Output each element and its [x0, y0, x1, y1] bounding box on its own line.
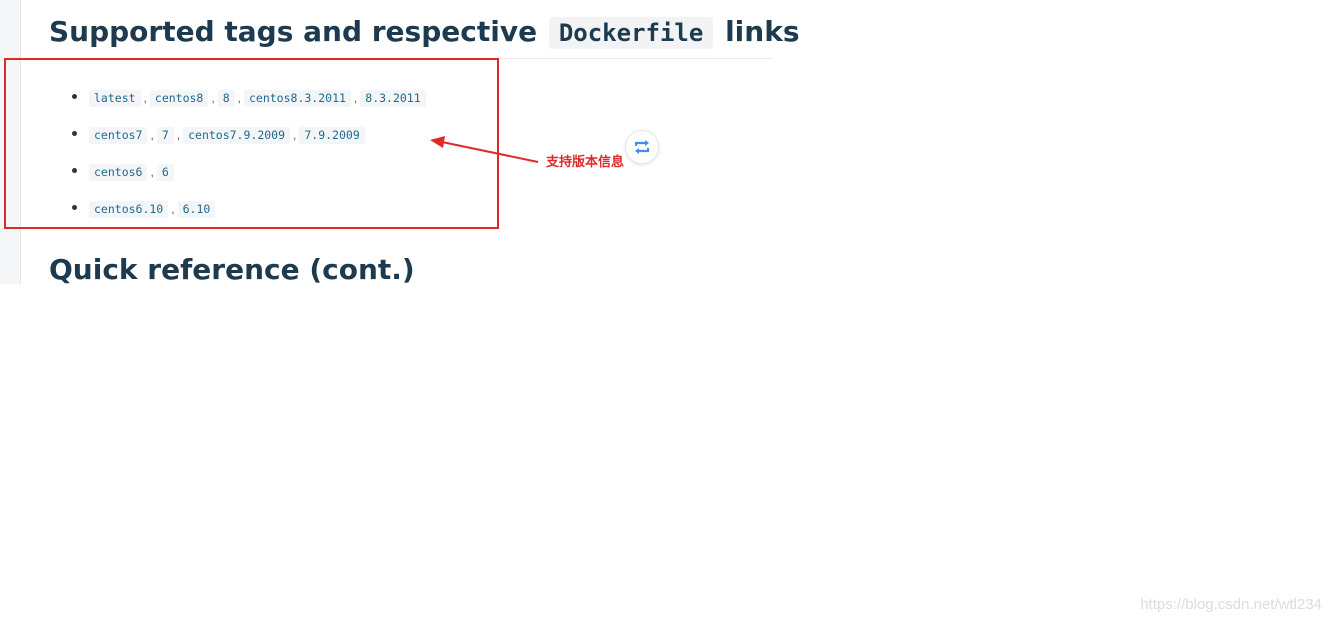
tag-group: centos7,7,centos7.9.2009,7.9.2009: [89, 123, 365, 147]
watermark: https://blog.csdn.net/wtl234: [1140, 596, 1322, 613]
tag-separator: ,: [293, 128, 297, 142]
heading-text-suffix: links: [725, 15, 800, 48]
tag-separator: ,: [143, 91, 147, 105]
translate-toggle-button[interactable]: [625, 130, 659, 164]
tag-link[interactable]: centos8: [149, 90, 209, 107]
tag-group: centos6,6: [89, 160, 174, 184]
tag-group: centos6.10,6.10: [89, 197, 216, 221]
tag-link[interactable]: latest: [89, 90, 141, 107]
tag-link[interactable]: 8.3.2011: [360, 90, 426, 107]
tag-separator: ,: [211, 91, 215, 105]
swap-icon: [634, 140, 650, 154]
tag-separator: ,: [171, 202, 175, 216]
tag-group: latest,centos8,8,centos8.3.2011,8.3.2011: [89, 86, 426, 110]
tag-link[interactable]: centos6: [89, 164, 148, 181]
tag-link[interactable]: 6: [156, 164, 174, 181]
tag-separator: ,: [176, 128, 181, 142]
tag-link[interactable]: centos8.3.2011: [243, 90, 351, 107]
tag-link[interactable]: 7: [156, 127, 174, 144]
tag-link[interactable]: centos7.9.2009: [183, 127, 291, 144]
heading-text: Supported tags and respective: [49, 15, 538, 48]
tag-link[interactable]: 6.10: [177, 201, 216, 218]
bullet-icon: [72, 168, 77, 173]
tag-separator: ,: [353, 91, 358, 105]
tag-separator: ,: [150, 165, 154, 179]
tag-link[interactable]: 8: [217, 90, 235, 107]
tag-link[interactable]: 7.9.2009: [299, 127, 365, 144]
tag-separator: ,: [237, 91, 241, 105]
dockerfile-code: Dockerfile: [548, 17, 714, 49]
bullet-icon: [72, 94, 77, 99]
section-heading-supported-tags: Supported tags and respective Dockerfile…: [49, 13, 800, 52]
tag-link[interactable]: centos7: [89, 127, 148, 144]
tag-link[interactable]: centos6.10: [89, 201, 169, 218]
section-heading-quick-reference: Quick reference (cont.): [49, 253, 415, 286]
annotation-label: 支持版本信息: [546, 155, 625, 170]
bullet-icon: [72, 131, 77, 136]
bullet-icon: [72, 205, 77, 210]
annotation-highlight-box: [4, 58, 499, 229]
tag-separator: ,: [150, 128, 154, 142]
